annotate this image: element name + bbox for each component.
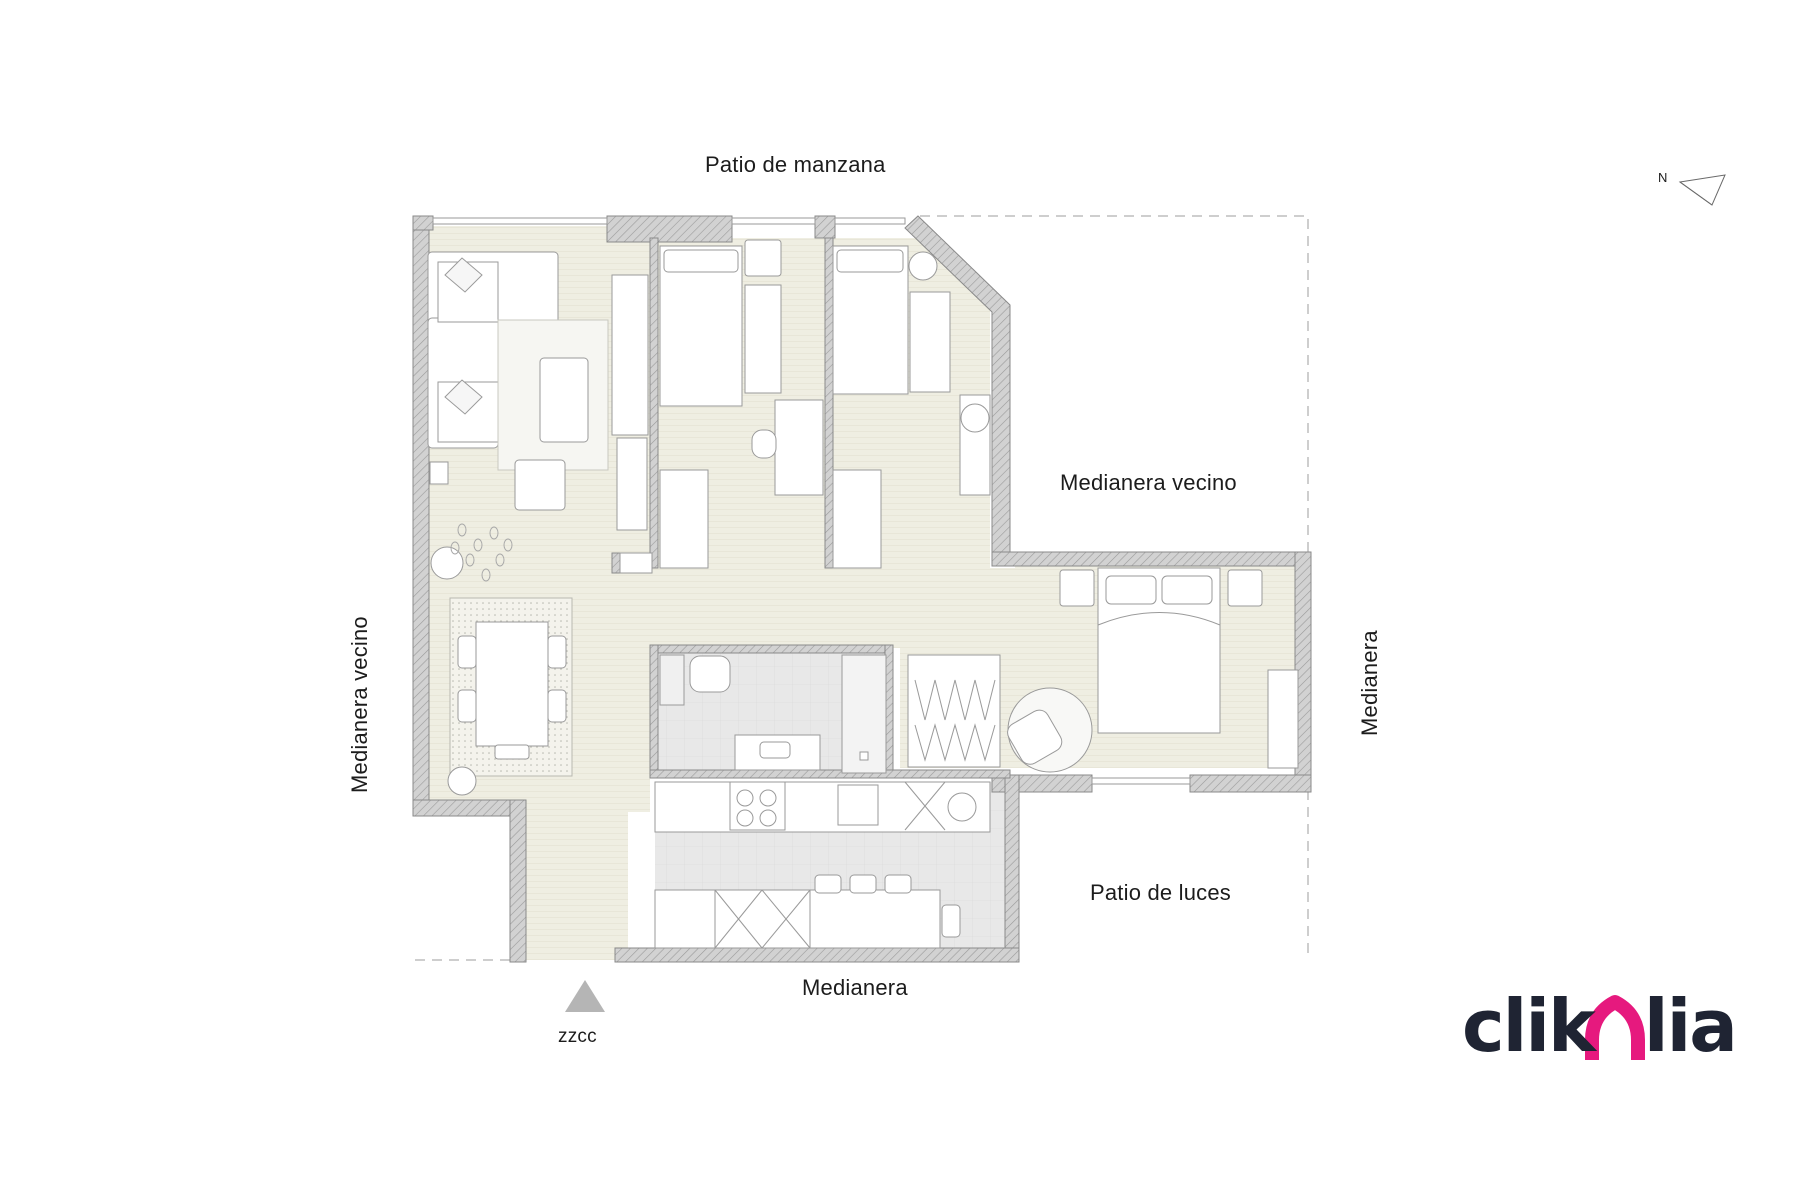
walls [412, 215, 1312, 963]
dashed-boundary [415, 215, 1309, 961]
medianera-vecino-label: Medianera vecino [1060, 470, 1237, 495]
living-room-furniture [427, 251, 649, 796]
master-bedroom-furniture [1007, 567, 1299, 773]
bedroom-1-furniture [619, 239, 824, 574]
bedroom-2-furniture [832, 245, 991, 569]
patio-manzana-label: Patio de manzana [705, 152, 886, 177]
logo-text-part2: a [1594, 990, 1644, 1062]
logo-text-part1: clik [1462, 984, 1596, 1068]
kitchen-fixtures [654, 781, 991, 949]
windows [432, 217, 1191, 785]
patio-luces-label: Patio de luces [1090, 880, 1231, 905]
clikalia-logo: clik a lia [1462, 984, 1738, 1068]
medianera-east-label: Medianera [1357, 630, 1382, 736]
entrance-label: zzcc [558, 1026, 597, 1047]
north-label: N [1658, 170, 1668, 185]
closet [907, 654, 1001, 768]
medianera-vecino-left-label: Medianera vecino [347, 616, 372, 793]
medianera-south-label: Medianera [802, 975, 908, 1000]
logo-house-icon [1585, 995, 1645, 1060]
logo-text-part3: lia [1643, 984, 1738, 1068]
north-arrow-icon [1678, 174, 1726, 206]
entrance-arrow-icon [565, 980, 605, 1012]
plant-icon [450, 523, 513, 582]
bathroom-fixtures [659, 654, 887, 774]
